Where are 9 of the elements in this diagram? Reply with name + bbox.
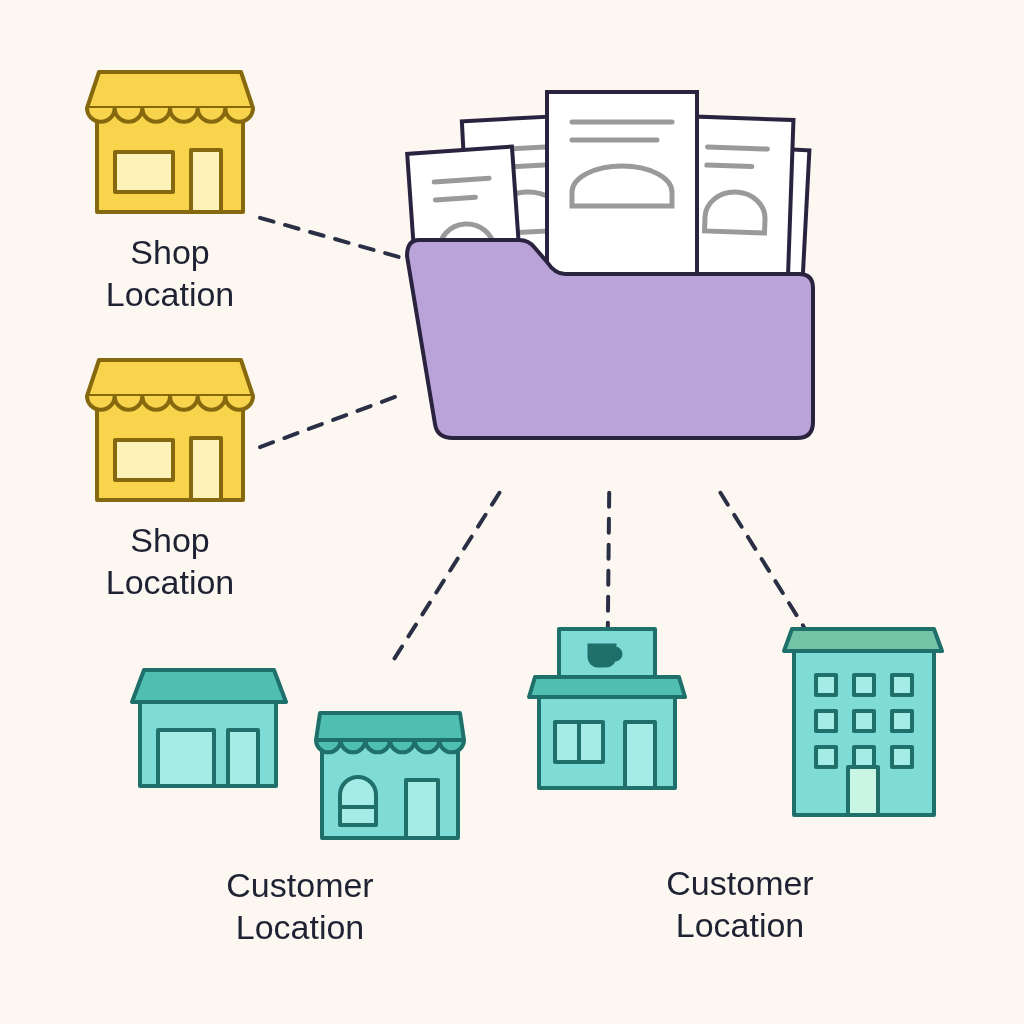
office-building-icon: [782, 627, 944, 817]
location-label: Shop Location: [104, 232, 236, 315]
folder-drawing: [405, 88, 817, 440]
location-label: Customer Location: [225, 865, 375, 948]
dashed-connector: [718, 490, 806, 629]
location-label: Customer Location: [665, 863, 815, 946]
dashed-connector: [605, 490, 612, 629]
location-label: Shop Location: [104, 520, 236, 603]
cafe-building-icon: [527, 627, 687, 790]
